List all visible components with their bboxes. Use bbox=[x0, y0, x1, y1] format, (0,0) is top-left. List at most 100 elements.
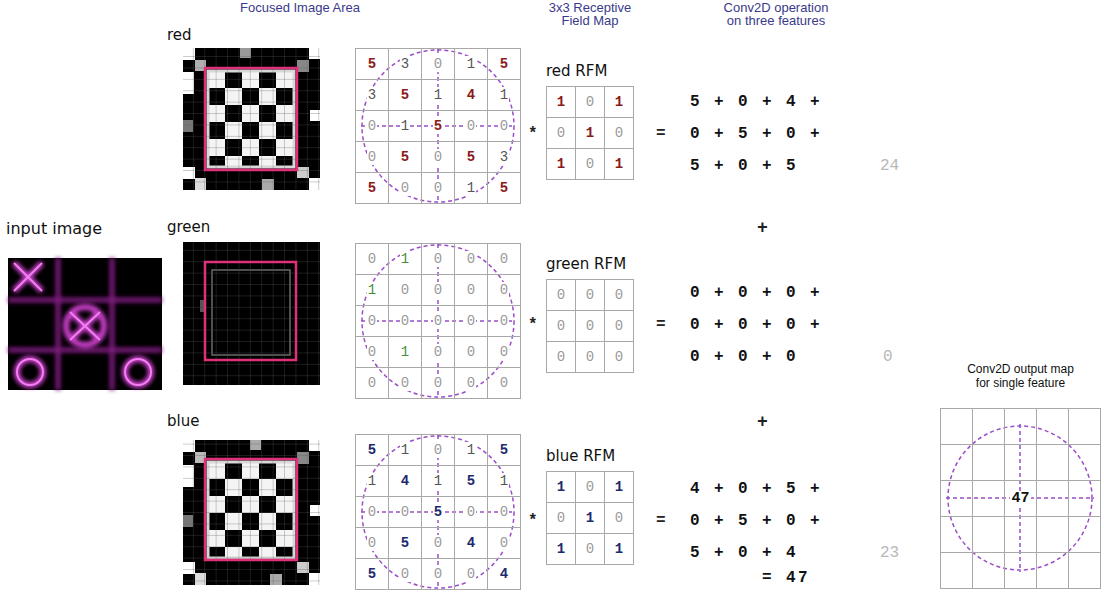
cell-value: 5 bbox=[433, 504, 443, 520]
cell-value: 0 bbox=[585, 479, 595, 495]
grid-cell: 1 bbox=[604, 471, 634, 503]
input-image-illustration-part-part bbox=[66, 307, 104, 345]
cell-value: 0 bbox=[466, 566, 476, 582]
cell-value: 1 bbox=[433, 473, 443, 489]
cell-value: 1 bbox=[556, 94, 566, 110]
input-image-illustration-part bbox=[8, 258, 162, 390]
grid-heading: blue RFM bbox=[546, 447, 615, 465]
grid-cell: 0 bbox=[355, 110, 389, 142]
cell-value: 0 bbox=[400, 566, 410, 582]
grid-cell bbox=[972, 444, 1005, 481]
grid-cell: 1 bbox=[546, 471, 576, 503]
input-image-illustration-part-part bbox=[14, 263, 42, 291]
cell-value: 0 bbox=[433, 535, 443, 551]
cell-value: 0 bbox=[614, 510, 624, 526]
grid-cell: 0 bbox=[487, 367, 521, 399]
grid-cell: 0 bbox=[454, 305, 488, 337]
grid-cell: 0 bbox=[355, 305, 389, 337]
cell-value: 4 bbox=[400, 473, 410, 489]
red-value-grid: 5301535141015000505350015 bbox=[355, 48, 521, 204]
cell-value: 1 bbox=[556, 479, 566, 495]
cell-value: 1 bbox=[499, 87, 509, 103]
grid-cell: 0 bbox=[546, 341, 576, 373]
grid-cell: 0 bbox=[454, 558, 488, 590]
cell-value: 0 bbox=[556, 510, 566, 526]
grid-cell: 0 bbox=[454, 367, 488, 399]
grid-cell: 1 bbox=[355, 274, 389, 306]
cell-value: 5 bbox=[499, 442, 509, 458]
grid-cell: 5 bbox=[454, 141, 488, 173]
cell-value: 1 bbox=[556, 156, 566, 172]
sum-terms: = 47 bbox=[762, 568, 810, 588]
grid-cell: 0 bbox=[575, 279, 605, 311]
cell-value: 1 bbox=[466, 442, 476, 458]
operator-symbol: = bbox=[656, 511, 666, 531]
cell-value: 0 bbox=[400, 180, 410, 196]
cell-value: 0 bbox=[400, 313, 410, 329]
cell-value: 0 bbox=[433, 375, 443, 391]
cell-value: 0 bbox=[433, 313, 443, 329]
cell-value: 0 bbox=[499, 504, 509, 520]
cell-value: 0 bbox=[466, 375, 476, 391]
cell-value: 0 bbox=[556, 125, 566, 141]
section-header: 3x3 Receptive Field Map bbox=[540, 1, 640, 27]
sum-terms: 0 + 5 + 0 + bbox=[690, 511, 822, 531]
grid-cell bbox=[1004, 516, 1037, 553]
grid-cell: 5 bbox=[487, 172, 521, 204]
grid-heading: green RFM bbox=[546, 255, 626, 273]
grid-cell: 0 bbox=[575, 148, 605, 180]
grid-cell bbox=[940, 552, 973, 589]
input-image-illustration-part-part bbox=[110, 258, 115, 390]
input-image-illustration-part-part bbox=[56, 258, 61, 390]
grid-cell bbox=[940, 480, 973, 517]
grid-cell: 0 bbox=[487, 527, 521, 559]
cell-value: 1 bbox=[499, 473, 509, 489]
sum-terms: 0 + 0 + 0 bbox=[690, 347, 798, 367]
cell-value: 0 bbox=[367, 118, 377, 134]
cell-value: 0 bbox=[367, 313, 377, 329]
cell-value: 0 bbox=[466, 282, 476, 298]
grid-cell: 1 bbox=[388, 243, 422, 275]
cell-value: 1 bbox=[367, 473, 377, 489]
grid-cell bbox=[972, 516, 1005, 553]
input-image-illustration-part-part bbox=[17, 359, 43, 385]
sum-terms: 5 + 0 + 4 bbox=[690, 543, 798, 563]
grid-cell bbox=[1036, 552, 1069, 589]
cell-value: 0 bbox=[499, 118, 509, 134]
sum-terms: 5 + 0 + 5 bbox=[690, 156, 798, 176]
cell-value: 1 bbox=[466, 180, 476, 196]
grid-cell: 0 bbox=[546, 117, 576, 149]
grid-cell bbox=[1004, 552, 1037, 589]
grid-cell: 0 bbox=[454, 243, 488, 275]
map-heading: Conv2D output map for single feature bbox=[960, 362, 1081, 390]
cell-value: 1 bbox=[400, 442, 410, 458]
grid-cell: 1 bbox=[604, 148, 634, 180]
cell-value: 0 bbox=[556, 287, 566, 303]
cell-value: 1 bbox=[614, 156, 624, 172]
operator-symbol: * bbox=[528, 315, 538, 335]
sum-terms: 4 + 0 + 5 + bbox=[690, 479, 822, 499]
grid-cell: 4 bbox=[454, 527, 488, 559]
grid-cell: 0 bbox=[454, 274, 488, 306]
grid-cell: 0 bbox=[546, 279, 576, 311]
grid-cell bbox=[1004, 444, 1037, 481]
cell-value: 0 bbox=[433, 442, 443, 458]
input-image-illustration-part-part bbox=[14, 263, 42, 291]
grid-cell: 0 bbox=[604, 279, 634, 311]
cell-value: 5 bbox=[367, 566, 377, 582]
cell-value: 1 bbox=[556, 541, 566, 557]
cell-value: 1 bbox=[400, 118, 410, 134]
green-value-grid: 0100010000000000100000000 bbox=[355, 243, 521, 399]
input-image-illustration-part-part bbox=[8, 348, 162, 353]
operator-symbol: * bbox=[528, 124, 538, 144]
grid-cell bbox=[940, 516, 973, 553]
grid-cell bbox=[1036, 480, 1069, 517]
grid-cell: 5 bbox=[421, 110, 455, 142]
green-channel-thumbnail-part bbox=[205, 262, 296, 360]
grid-cell bbox=[1068, 408, 1101, 445]
sum-terms: 0 + 0 + 0 + bbox=[690, 283, 822, 303]
blue-channel-thumbnail-part bbox=[205, 459, 297, 560]
cell-value: 1 bbox=[614, 479, 624, 495]
